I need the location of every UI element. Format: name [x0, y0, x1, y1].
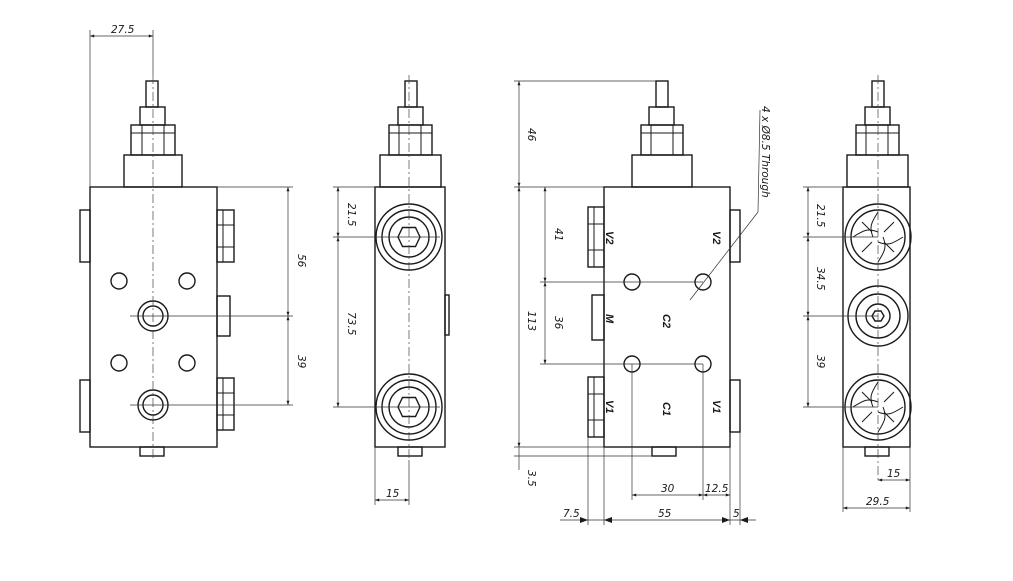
dim-21-5-right: 21.5 — [814, 204, 826, 228]
port-label-v1-left: V1 — [603, 400, 615, 413]
dim-46: 46 — [525, 128, 537, 142]
dim-12-5: 12.5 — [705, 483, 729, 495]
port-label-c1: C1 — [660, 402, 672, 416]
dim-39-left: 39 — [295, 355, 307, 369]
port-label-v1-right: V1 — [710, 400, 722, 413]
port-label-m: M — [603, 314, 615, 324]
dim-15-right: 15 — [887, 468, 901, 480]
view-front: 21.5 73.5 15 — [333, 75, 450, 505]
dim-41: 41 — [552, 228, 564, 241]
port-label-v2-left: V2 — [603, 231, 615, 244]
dim-56: 56 — [295, 254, 307, 268]
dim-55: 55 — [658, 508, 672, 520]
view-side-left: 27.5 56 39 — [79, 24, 307, 460]
dim-3-5: 3.5 — [525, 470, 537, 487]
dim-29-5: 29.5 — [866, 496, 890, 508]
port-label-c2: C2 — [660, 314, 672, 328]
dim-39-right: 39 — [814, 355, 826, 369]
dim-27-5-top: 27.5 — [111, 24, 135, 36]
view-rear-ports: V2 V2 M C2 V1 C1 V1 4 x Ø8.5 Through 46 … — [514, 80, 771, 525]
dim-73-5: 73.5 — [345, 312, 357, 336]
view-side-right: 21.5 34.5 39 15 29.5 — [803, 75, 912, 512]
port-label-v2-right: V2 — [710, 231, 722, 244]
dim-7-5: 7.5 — [563, 508, 580, 520]
dim-113: 113 — [525, 311, 537, 331]
dim-15-front: 15 — [386, 488, 400, 500]
dim-34-5: 34.5 — [814, 267, 826, 291]
callout-through-holes: 4 x Ø8.5 Through — [759, 106, 771, 198]
dim-30: 30 — [661, 483, 675, 495]
dim-21-5-front: 21.5 — [345, 203, 357, 227]
dim-5: 5 — [733, 508, 740, 520]
dim-36: 36 — [552, 316, 564, 330]
